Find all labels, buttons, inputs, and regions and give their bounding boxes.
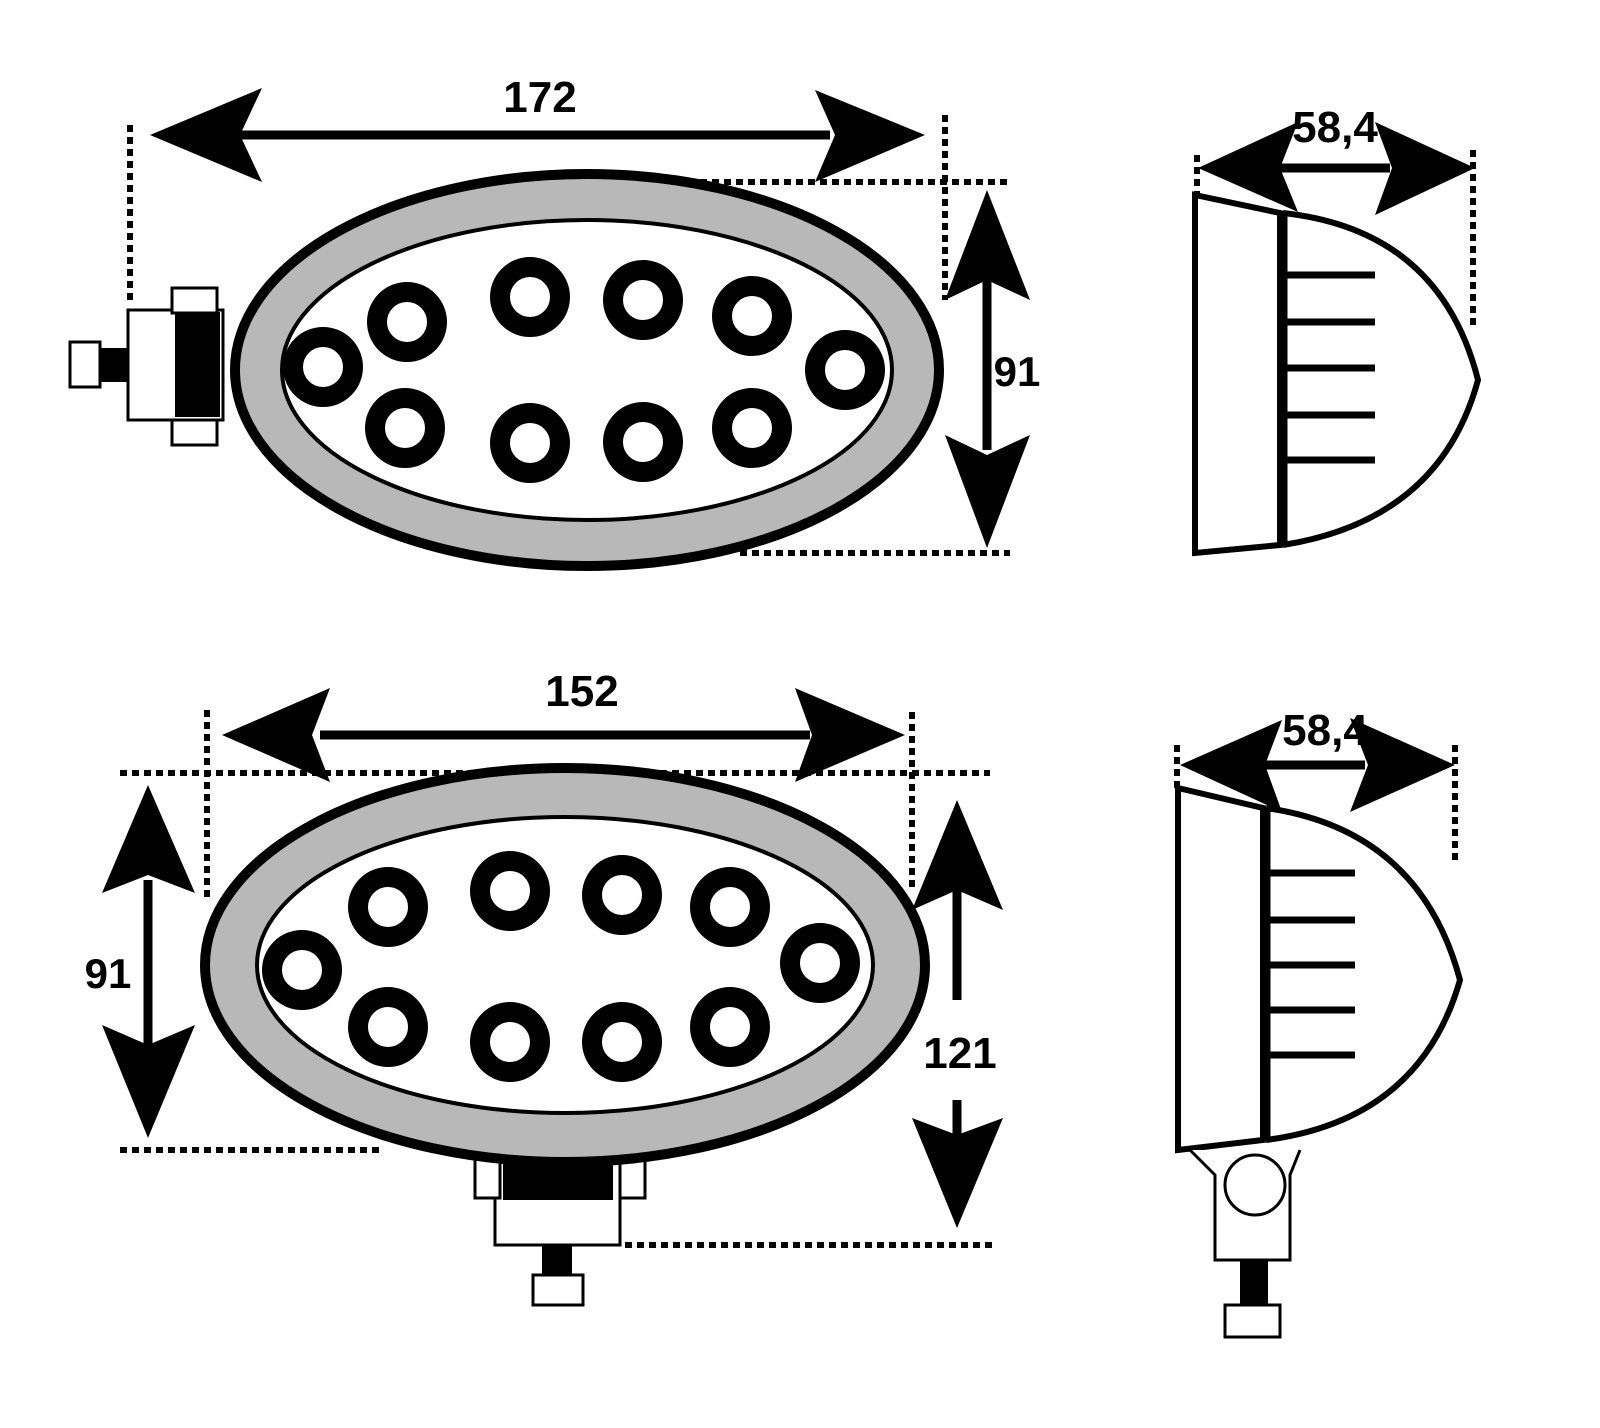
depth-label: 58,4 <box>1292 103 1378 152</box>
height-dimension-arrow <box>945 190 1030 548</box>
depth-dimension-arrow <box>1198 122 1475 215</box>
led-ring <box>490 403 570 483</box>
depth-dimension-arrow <box>1180 718 1455 812</box>
led-ring <box>262 930 342 1010</box>
led-ring <box>805 330 885 410</box>
led-ring <box>470 851 550 931</box>
width-label: 172 <box>503 73 576 122</box>
height-left-label: 91 <box>85 950 132 997</box>
led-ring <box>712 388 792 468</box>
mount-bracket-left <box>68 286 225 447</box>
led-ring <box>582 855 662 935</box>
led-ring <box>365 388 445 468</box>
led-ring <box>603 260 683 340</box>
led-ring <box>470 1002 550 1082</box>
led-ring <box>490 257 570 337</box>
led-array <box>283 257 885 483</box>
mount-bracket-side <box>1188 1148 1302 1339</box>
extension-lines <box>127 115 1010 556</box>
height-right-dimension-arrow <box>912 800 1003 1228</box>
led-ring <box>690 987 770 1067</box>
height-right-label: 121 <box>923 1029 996 1078</box>
width-label: 152 <box>545 667 618 716</box>
top-front-view: 172 91 <box>68 73 1041 571</box>
led-ring <box>367 282 447 362</box>
mount-bracket-bottom <box>473 1146 647 1307</box>
led-ring <box>348 987 428 1067</box>
led-ring <box>712 276 792 356</box>
led-ring <box>582 1002 662 1082</box>
height-label: 91 <box>994 348 1041 395</box>
height-left-dimension-arrow <box>102 785 195 1138</box>
led-ring <box>283 327 363 407</box>
cooling-fins <box>1283 271 1375 464</box>
led-ring <box>348 867 428 947</box>
width-dimension-arrow <box>150 88 925 182</box>
cooling-fins <box>1266 869 1355 1059</box>
led-ring <box>603 402 683 482</box>
depth-label: 58,4 <box>1282 706 1368 755</box>
lens <box>280 218 894 522</box>
top-side-view: 58,4 <box>1192 103 1482 557</box>
bottom-side-view: 58,4 <box>1174 706 1464 1339</box>
led-ring <box>780 923 860 1003</box>
led-ring <box>690 867 770 947</box>
width-dimension-arrow <box>222 688 905 782</box>
bottom-front-view: 152 91 121 <box>85 667 1003 1307</box>
led-array <box>262 851 860 1082</box>
